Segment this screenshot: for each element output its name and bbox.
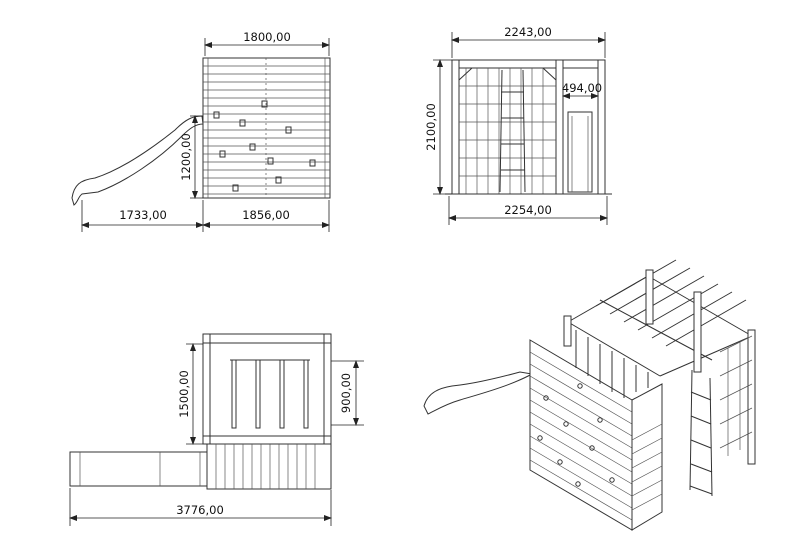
iso-rope-ladder <box>689 369 713 497</box>
front-dim-top: 2243,00 <box>504 25 552 39</box>
front-dim-height: 2100,00 <box>424 103 438 151</box>
iso-climbing-holds <box>537 383 615 487</box>
iso-tower-planks <box>529 351 633 521</box>
front-view: 2243,00 494,00 2100,00 2254,00 <box>424 25 612 225</box>
side-wall-planks <box>203 58 330 198</box>
iso-monkey-bars <box>567 259 753 377</box>
plan-dim-total: 3776,00 <box>176 503 224 517</box>
side-dim-top: 1800,00 <box>243 30 291 44</box>
plan-slide <box>69 451 208 487</box>
plan-dim-depth: 1500,00 <box>177 370 191 418</box>
iso-tower-side <box>631 383 663 531</box>
front-rope-ladder <box>499 69 526 193</box>
front-climbing-grid <box>459 68 556 194</box>
side-view: 1800,00 1200,00 1733,00 1856,00 <box>71 30 331 232</box>
side-dim-bottom-left: 1733,00 <box>119 208 167 222</box>
iso-tower-front <box>529 339 633 531</box>
side-climbing-holds <box>213 100 316 192</box>
front-top-beam <box>451 59 606 69</box>
plan-frame <box>202 333 332 445</box>
plan-deck-boards <box>215 444 316 489</box>
plan-view: 1500,00 900,00 3776,00 <box>69 333 364 526</box>
plan-deck <box>206 443 332 490</box>
front-slide <box>567 111 593 193</box>
front-post-left <box>451 59 460 195</box>
iso-posts <box>563 269 756 465</box>
iso-slide <box>423 371 534 415</box>
side-dim-bottom-right: 1856,00 <box>242 208 290 222</box>
side-dim-height: 1200,00 <box>179 133 193 181</box>
side-wall <box>202 57 331 199</box>
front-dim-inner: 494,00 <box>562 81 602 95</box>
iso-climbing-net <box>719 335 753 456</box>
front-diagonal-braces <box>458 67 557 81</box>
iso-railing <box>567 321 661 398</box>
isometric-view <box>423 259 756 531</box>
plan-rungs <box>230 359 310 429</box>
front-dim-bottom: 2254,00 <box>504 203 552 217</box>
plan-dim-inner: 900,00 <box>339 373 353 413</box>
